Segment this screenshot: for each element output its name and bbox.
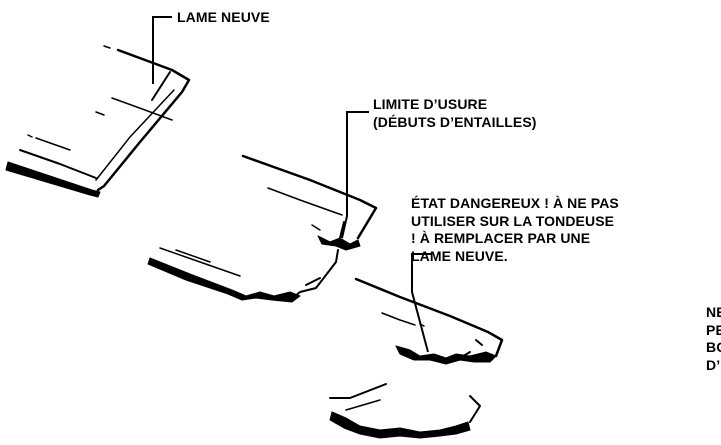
wear-limit-label-line: LIMITE D’USURE (373, 96, 488, 112)
new-blade-leader (152, 16, 172, 84)
dangerous-label-line: ÉTAT DANGEREUX ! À NE PAS (411, 195, 619, 211)
cut-off-label: NE PE BO D’ (706, 304, 721, 374)
dangerous-label-line: UTILISER SUR LA TONDEUSE (411, 212, 615, 229)
worn-blade-illustration (147, 154, 378, 303)
cut-off-label-line: BO (706, 339, 721, 355)
cut-off-label-line: PE (706, 321, 721, 338)
dangerous-leader (411, 253, 432, 353)
dangerous-label-line: LAME NEUVE. (411, 247, 508, 264)
dangerous-condition-label: ÉTAT DANGEREUX ! À NE PAS UTILISER SUR L… (411, 195, 619, 265)
wear-limit-label-line: (DÉBUTS D’ENTAILLES) (373, 113, 537, 130)
wear-limit-label: LIMITE D’USURE (DÉBUTS D’ENTAILLES) (373, 96, 537, 131)
new-blade-label-line: LAME NEUVE (177, 9, 270, 25)
new-blade-illustration (5, 45, 191, 198)
new-blade-label: LAME NEUVE (177, 9, 270, 27)
wear-limit-leader (341, 111, 369, 239)
cut-off-label-line: NE (706, 304, 721, 320)
cut-off-label-line: D’ (706, 356, 721, 373)
damaged-blade-illustration (329, 277, 504, 439)
dangerous-label-line: ! À REMPLACER PAR UNE (411, 230, 591, 246)
